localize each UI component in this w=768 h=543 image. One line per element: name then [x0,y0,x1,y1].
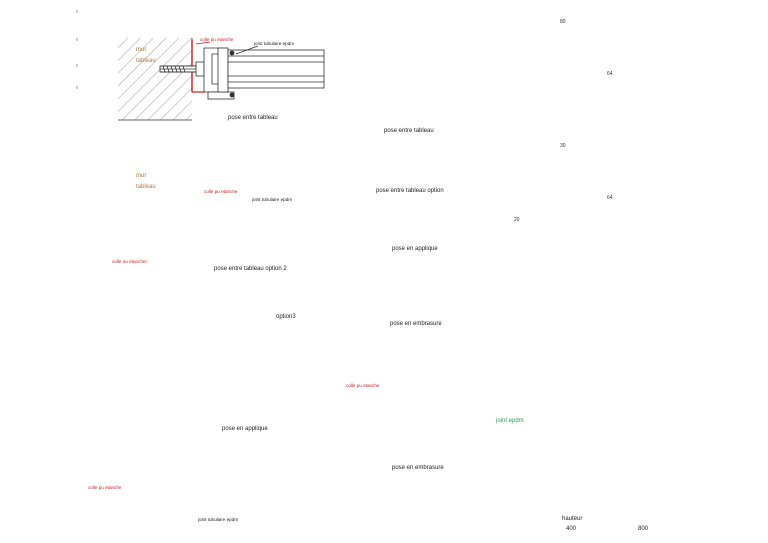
label-center-pose-en-embrasure: pose en embrasure [390,321,442,327]
label-tableau-2: tableau [136,184,156,190]
label-option3: option3 [276,314,296,320]
dimension-30: 30 [560,143,566,149]
label-joint-3: joint tubulaire epdm [198,517,239,522]
dimension-20: 20 [514,217,520,223]
label-mur-2: mur [136,173,147,179]
label-colle-1: colle pu etanche [200,37,234,42]
label-joint-epdm: joint epdm [496,418,524,424]
label-height-400: 400 [566,526,577,532]
label-mur-1: mur [136,47,147,53]
label-colle-2: colle pu etanche [204,189,238,194]
dimension-80: 80 [560,19,566,25]
dimension-64-top: 64 [607,71,613,77]
label-tableau-1: tableau [136,58,156,64]
label-center-pose-entre-tableau-option: pose entre tableau option [376,188,444,194]
label-hauteur: hauteur [562,516,583,522]
label-height-800: 800 [638,526,649,532]
label-center-pose-entre-tableau: pose entre tableau [384,128,434,134]
label-joint-1: joint tubulaire epdm [254,41,295,46]
label-colle-ou-etancher: colle ou etancher [112,259,147,264]
label-pose-en-applique: pose en applique [222,426,268,432]
detail-pose-entre-tableau [118,38,325,121]
label-pose-en-embrasure-large: pose en embrasure [392,465,444,471]
label-center-pose-en-applique: pose en applique [392,246,438,252]
label-colle-4: colle pu etanche [346,383,380,388]
label-pose-entre-tableau-option2: pose entre tableau option 2 [214,266,287,272]
dimension-64-bottom: 64 [607,195,613,201]
label-pose-entre-tableau: pose entre tableau [228,115,278,121]
label-colle-3: colle pu etanche [88,485,122,490]
label-joint-2: joint tubulaire epdm [252,197,293,202]
